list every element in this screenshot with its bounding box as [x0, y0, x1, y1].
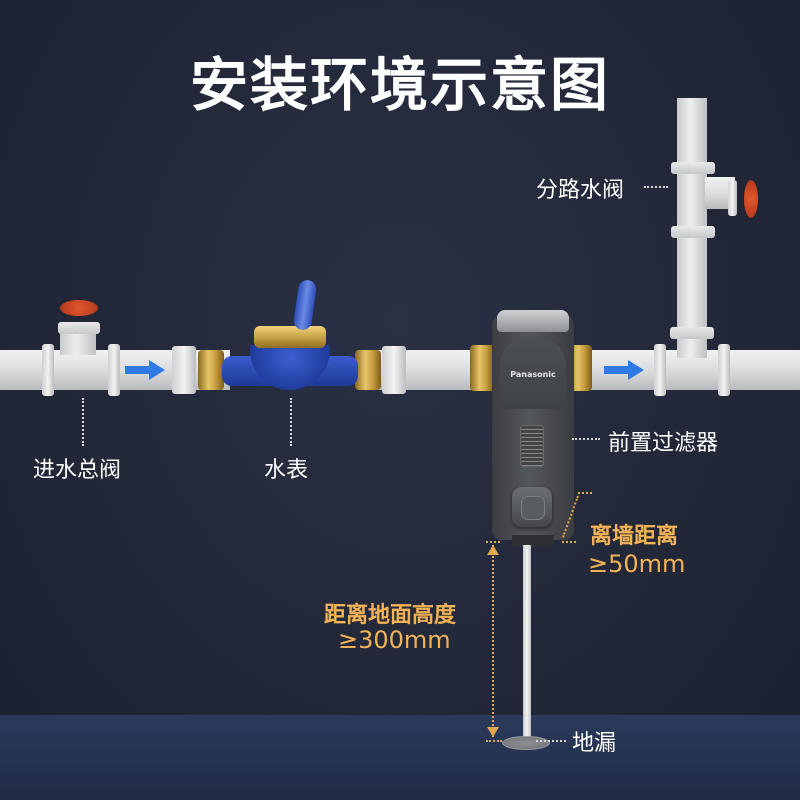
floor-height-label: 距离地面高度	[324, 603, 457, 628]
height-dim-line	[492, 545, 494, 737]
label-water-meter: 水表	[264, 458, 309, 483]
branch-flange-mid	[671, 226, 715, 238]
branch-valve-handwheel-icon[interactable]	[744, 180, 758, 218]
leader-main-valve	[82, 398, 84, 446]
pre-filter-cap	[500, 337, 566, 409]
height-dim-tick-top	[486, 541, 500, 543]
brass-nut-filter-left	[470, 345, 494, 391]
height-dim-arrow-down-icon	[487, 727, 499, 737]
floor-drain-icon	[502, 736, 550, 750]
main-valve-handwheel-icon[interactable]	[60, 300, 98, 316]
wall-distance-label: 离墙距离	[590, 524, 679, 549]
tee-flange-right	[718, 344, 730, 396]
water-meter-lid[interactable]	[292, 278, 318, 332]
height-dim-tick-bottom	[486, 740, 502, 742]
label-branch-valve: 分路水阀	[536, 178, 625, 203]
wall-distance-value: ≥50mm	[588, 550, 686, 578]
water-meter-brass-ring	[254, 326, 326, 348]
leader-water-meter	[290, 398, 292, 446]
pre-filter-gauge	[520, 425, 544, 467]
drain-hose	[523, 545, 531, 740]
wall-dim-tick-bottom	[562, 541, 576, 543]
wall-dim-tick-top	[578, 492, 592, 494]
flow-arrow-icon	[604, 360, 644, 380]
page-title: 安装环境示意图	[189, 51, 610, 119]
union-left-white	[172, 346, 196, 394]
flush-knob[interactable]	[512, 487, 552, 527]
leader-floor-drain	[536, 740, 566, 742]
height-dim-arrow-up-icon	[487, 545, 499, 555]
label-pre-filter: 前置过滤器	[608, 431, 719, 456]
brand-logo: Panasonic	[510, 370, 556, 379]
valve-flange-right	[108, 344, 120, 396]
floor-height-value: ≥300mm	[338, 626, 451, 654]
flush-knob-center[interactable]	[521, 496, 545, 520]
label-main-valve: 进水总阀	[33, 458, 122, 483]
pre-filter-outlet	[512, 535, 554, 547]
leader-branch-valve	[644, 186, 668, 188]
branch-flange-low	[670, 327, 714, 339]
brass-nut-meter-right	[355, 350, 381, 390]
flow-arrow-icon	[125, 360, 165, 380]
branch-flange-high	[671, 162, 715, 174]
label-floor-drain: 地漏	[572, 731, 617, 756]
branch-valve-flange	[728, 180, 737, 216]
valve-flange-left	[42, 344, 54, 396]
valve-top-flange	[58, 322, 100, 334]
union-right-white	[382, 346, 406, 394]
tee-flange-left	[654, 344, 666, 396]
floor	[0, 715, 800, 800]
brass-nut-meter-left	[198, 350, 224, 390]
leader-pre-filter	[572, 438, 600, 440]
pre-filter-dial[interactable]	[497, 310, 569, 332]
